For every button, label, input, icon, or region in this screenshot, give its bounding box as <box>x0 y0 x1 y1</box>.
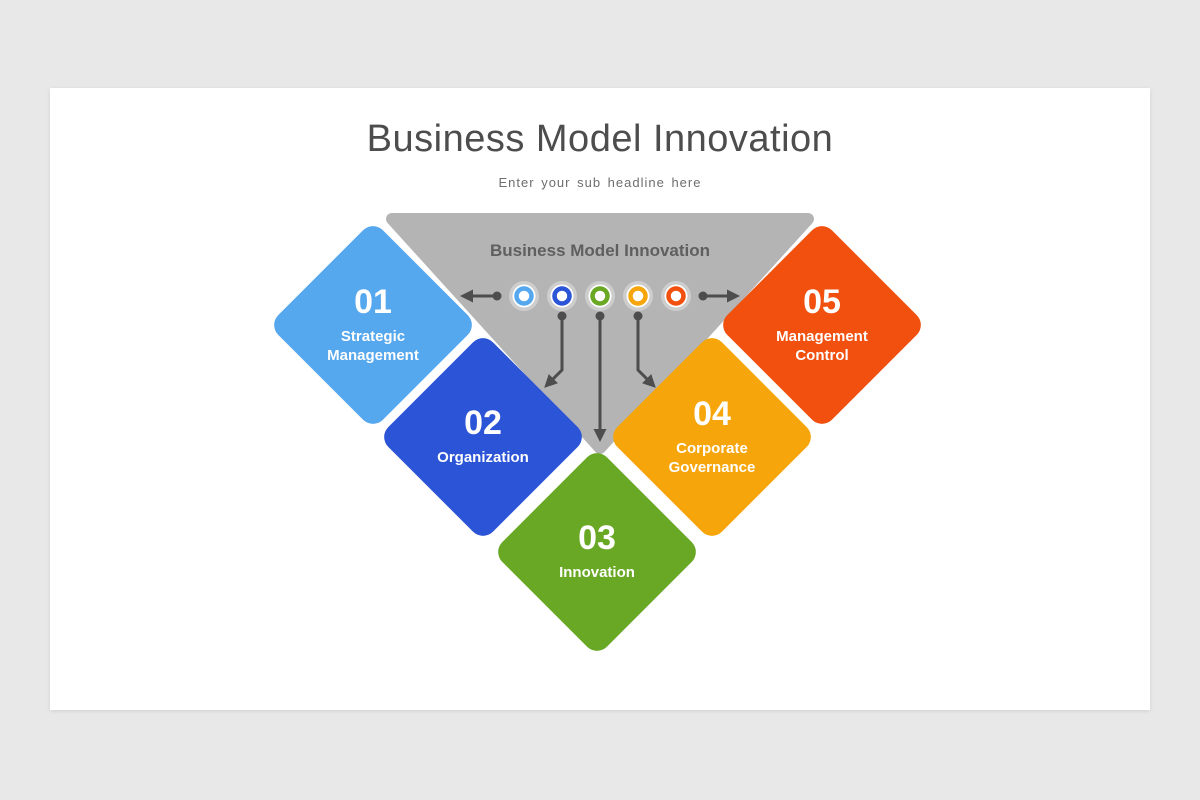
step-number: 05 <box>803 282 841 321</box>
step-label: Innovation <box>559 564 635 582</box>
step-number: 03 <box>578 519 616 558</box>
step-label: Organization <box>437 449 529 467</box>
arrow-dot <box>698 291 708 301</box>
step-number: 04 <box>693 394 731 433</box>
node-halo <box>623 281 653 311</box>
node-ring <box>628 286 648 306</box>
diamond-content: 05 Management Control <box>748 251 896 399</box>
node-circle-02 <box>547 281 577 311</box>
node-circle-04 <box>623 281 653 311</box>
node-circle-01 <box>509 281 539 311</box>
step-label: Management Control <box>776 327 868 364</box>
node-halo <box>547 281 577 311</box>
node-ring <box>590 286 610 306</box>
node-circle-05 <box>661 281 691 311</box>
step-label: Strategic Management <box>327 327 419 364</box>
arrow-dot <box>595 311 605 321</box>
node-ring <box>514 286 534 306</box>
node-circle-03 <box>585 281 615 311</box>
step-label: Corporate Governance <box>668 439 756 476</box>
slide-title: Business Model Innovation <box>366 118 834 160</box>
node-ring-gap <box>550 284 574 308</box>
slide-header: Business Model Innovation Enter your sub… <box>50 118 1150 190</box>
arrow-dot <box>492 291 502 301</box>
node-ring <box>666 286 686 306</box>
diagram-title: Business Model Innovation <box>490 241 710 260</box>
node-ring <box>552 286 572 306</box>
slide-subtitle: Enter your sub headline here <box>498 175 702 190</box>
node-halo <box>661 281 691 311</box>
node-ring-gap <box>664 284 688 308</box>
step-number: 02 <box>464 404 502 443</box>
step-number: 01 <box>354 282 392 321</box>
node-ring-gap <box>626 284 650 308</box>
node-ring-gap <box>512 284 536 308</box>
diamond-management-control: 05 Management Control <box>717 220 927 430</box>
arrow-dot <box>557 311 567 321</box>
node-halo <box>509 281 539 311</box>
node-halo <box>585 281 615 311</box>
node-ring-gap <box>588 284 612 308</box>
arrow-dot <box>633 311 643 321</box>
slide: Business Model Innovation Enter your sub… <box>50 88 1150 710</box>
